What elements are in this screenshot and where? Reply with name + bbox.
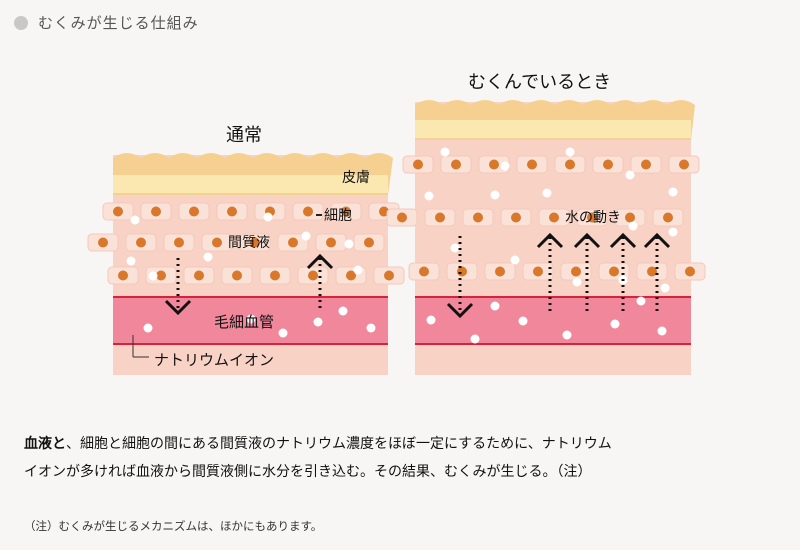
sodium-ion-dot	[626, 171, 635, 180]
sodium-ion-dot	[566, 148, 575, 157]
cell-nucleus	[435, 213, 445, 223]
sodium-ion-dot	[345, 240, 354, 249]
cell-label-text: 細胞	[324, 205, 352, 225]
cell-nucleus	[136, 238, 146, 248]
sodium-ion-dot	[279, 329, 288, 338]
cell-nucleus	[679, 160, 689, 170]
cell-nucleus	[549, 213, 559, 223]
cell-nucleus	[495, 267, 505, 277]
cell-nucleus	[113, 207, 123, 217]
swollen-diagram-title: むくんでいるとき	[468, 68, 611, 94]
sodium-ion-dot	[354, 266, 363, 275]
sodium-ion-dot	[367, 324, 376, 333]
cell-nucleus	[232, 271, 242, 281]
cell-nucleus	[364, 238, 374, 248]
cell-nucleus	[473, 213, 483, 223]
sodium-ion-dot	[511, 256, 520, 265]
cell-nucleus	[685, 267, 695, 277]
capillary-vessel	[415, 297, 691, 344]
sodium-ion-dot	[314, 318, 323, 327]
sodium-ion-label: ナトリウムイオン	[154, 349, 274, 370]
sodium-ion-dot	[425, 192, 434, 201]
cell-nucleus	[308, 271, 318, 281]
water-movement-label: 水の動き	[565, 207, 621, 227]
sodium-ion-dot	[127, 257, 136, 266]
cell-nucleus	[533, 267, 543, 277]
footnote: （注）むくみが生じるメカニズムは、ほかにもあります。	[24, 518, 322, 534]
cell-nucleus	[270, 271, 280, 281]
normal-diagram-title: 通常	[226, 121, 262, 147]
cell-nucleus	[603, 160, 613, 170]
explanation-line2: イオンが多ければ血液から間質液側に水分を引き込む。その結果、むくみが生じる。（注…	[24, 458, 784, 486]
cell-pointer-line	[316, 214, 322, 216]
cell-nucleus	[227, 207, 237, 217]
cell-nucleus	[527, 160, 537, 170]
sodium-ion-dot	[302, 232, 311, 241]
cell-nucleus	[489, 160, 499, 170]
capillary-label: 毛細血管	[214, 311, 274, 332]
cell-nucleus	[303, 207, 313, 217]
sodium-ion-dot	[519, 317, 528, 326]
cell-nucleus	[451, 160, 461, 170]
explanation-text: 血液と、細胞と細胞の間にある間質液のナトリウム濃度をほぼ一定にするために、ナトリ…	[24, 430, 784, 486]
cell-nucleus	[174, 238, 184, 248]
cell-nucleus	[397, 213, 407, 223]
bullet-dot-icon	[14, 16, 28, 30]
sodium-ion-dot	[149, 272, 158, 281]
sodium-ion-dot	[501, 162, 510, 171]
sodium-ion-dot	[491, 302, 500, 311]
sodium-ion-dot	[658, 327, 667, 336]
cell-nucleus	[212, 238, 222, 248]
sodium-ion-dot	[264, 213, 273, 222]
cell-nucleus	[565, 160, 575, 170]
sodium-ion-dot	[637, 297, 646, 306]
cell-nucleus	[189, 207, 199, 217]
sodium-ion-dot	[669, 228, 678, 237]
cell-nucleus	[609, 267, 619, 277]
skin-label: 皮膚	[342, 167, 370, 187]
swollen-tissue-diagram	[415, 92, 691, 375]
sodium-ion-dot	[661, 284, 670, 293]
interstitial-fluid-label: 間質液	[228, 232, 270, 252]
sodium-ion-dot	[629, 222, 638, 231]
sodium-ion-dot	[471, 335, 480, 344]
sodium-ion-dot	[441, 148, 450, 157]
sodium-ion-dot	[543, 189, 552, 198]
section-title: むくみが生じる仕組み	[38, 12, 199, 33]
cell-nucleus	[419, 267, 429, 277]
skin-band	[415, 120, 691, 138]
cell-nucleus	[118, 271, 128, 281]
cell-nucleus	[288, 238, 298, 248]
cell-nucleus	[663, 213, 673, 223]
sodium-ion-dot	[339, 307, 348, 316]
sodium-ion-dot	[451, 244, 460, 253]
sodium-ion-dot	[611, 320, 620, 329]
section-header: むくみが生じる仕組み	[14, 12, 199, 33]
explanation-bold-lead: 血液と	[24, 436, 66, 452]
cell-nucleus	[98, 238, 108, 248]
sodium-ion-dot	[427, 316, 436, 325]
cell-nucleus	[641, 160, 651, 170]
sodium-ion-dot	[204, 253, 213, 262]
sodium-ion-dot	[144, 324, 153, 333]
explanation-line1: 、細胞と細胞の間にある間質液のナトリウム濃度をほぼ一定にするために、ナトリウム	[66, 436, 612, 452]
cell-nucleus	[511, 213, 521, 223]
cell-nucleus	[625, 213, 635, 223]
cell-nucleus	[384, 271, 394, 281]
cell-nucleus	[571, 267, 581, 277]
cell-nucleus	[151, 207, 161, 217]
cell-nucleus	[194, 271, 204, 281]
cell-nucleus	[413, 160, 423, 170]
sodium-ion-dot	[491, 191, 500, 200]
sodium-ion-dot	[131, 216, 140, 225]
cell-nucleus	[156, 271, 166, 281]
sodium-ion-dot	[563, 331, 572, 340]
sodium-ion-dot	[669, 188, 678, 197]
cell-nucleus	[326, 238, 336, 248]
cell-label: 細胞	[316, 205, 352, 225]
sodium-ion-dot	[573, 278, 582, 287]
